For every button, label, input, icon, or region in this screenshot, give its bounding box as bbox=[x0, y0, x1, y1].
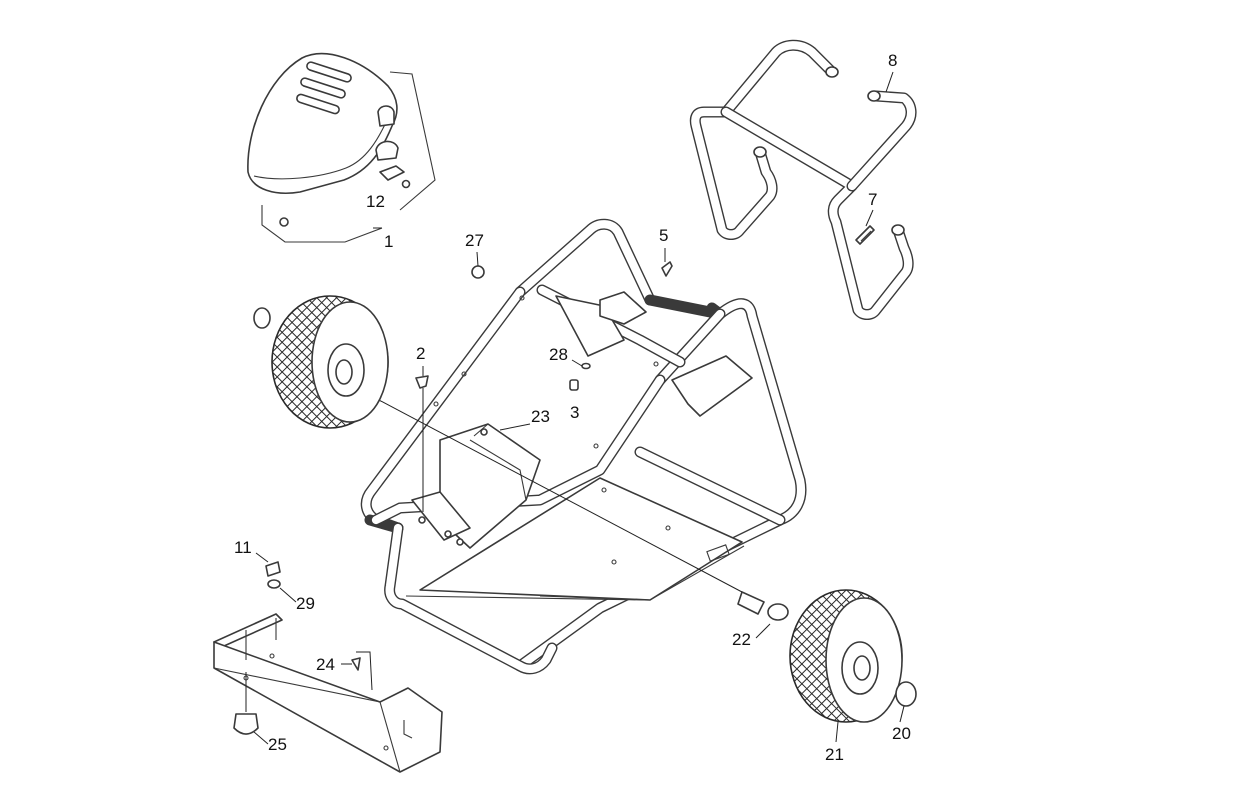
washer-29 bbox=[267, 579, 281, 589]
callout-11: 11 bbox=[234, 538, 252, 557]
bolt-2 bbox=[415, 375, 429, 389]
engine-cover bbox=[247, 52, 398, 194]
push-handle bbox=[689, 39, 917, 320]
rear-bracket bbox=[671, 355, 753, 417]
callout-1: 1 bbox=[384, 232, 393, 251]
callout-23: 23 bbox=[531, 407, 550, 426]
callout-7: 7 bbox=[868, 190, 877, 209]
hub-cap bbox=[895, 681, 917, 707]
cover-vent-slot bbox=[296, 93, 340, 115]
cover-clip bbox=[377, 105, 395, 127]
cover-screw bbox=[401, 179, 411, 189]
left-wheel bbox=[253, 295, 389, 429]
callout-5: 5 bbox=[659, 226, 668, 245]
callout-2: 2 bbox=[416, 344, 425, 363]
callout-labels: 1 2 3 5 7 8 11 12 20 21 22 23 24 25 27 2… bbox=[234, 51, 911, 764]
spacer bbox=[767, 603, 789, 621]
frame-plug bbox=[471, 265, 485, 279]
callout-21: 21 bbox=[825, 745, 844, 764]
callout-27: 27 bbox=[465, 231, 484, 250]
screw-24 bbox=[351, 657, 361, 671]
nut-11 bbox=[265, 561, 281, 577]
pin-3 bbox=[569, 379, 579, 391]
axle-end bbox=[737, 591, 765, 615]
main-frame bbox=[359, 218, 807, 675]
callout-25: 25 bbox=[268, 735, 287, 754]
cover-vent-slot bbox=[300, 77, 346, 99]
wheel-washer bbox=[253, 307, 271, 329]
cover-bracket bbox=[375, 140, 399, 161]
callout-29: 29 bbox=[296, 594, 315, 613]
washer-28 bbox=[581, 362, 591, 370]
mount-plate bbox=[411, 491, 471, 541]
callout-12: 12 bbox=[366, 192, 385, 211]
right-wheel bbox=[789, 589, 917, 723]
cover-vent-slot bbox=[306, 61, 352, 83]
callout-3: 3 bbox=[570, 403, 579, 422]
rubber-foot bbox=[233, 713, 259, 735]
engine-cover-assembly bbox=[247, 52, 436, 243]
foot-bracket bbox=[213, 561, 443, 773]
handle-bolt bbox=[855, 225, 875, 245]
screw-5 bbox=[661, 261, 673, 277]
cover-bracket-plate bbox=[379, 165, 405, 181]
callout-22: 22 bbox=[732, 630, 751, 649]
callout-24: 24 bbox=[316, 655, 335, 674]
foot-tab bbox=[213, 613, 283, 647]
callout-20: 20 bbox=[892, 724, 911, 743]
clamp-plate bbox=[599, 291, 647, 325]
tank-bracket bbox=[555, 295, 625, 357]
callout-28: 28 bbox=[549, 345, 568, 364]
callout-8: 8 bbox=[888, 51, 897, 70]
cover-screw bbox=[279, 217, 289, 227]
